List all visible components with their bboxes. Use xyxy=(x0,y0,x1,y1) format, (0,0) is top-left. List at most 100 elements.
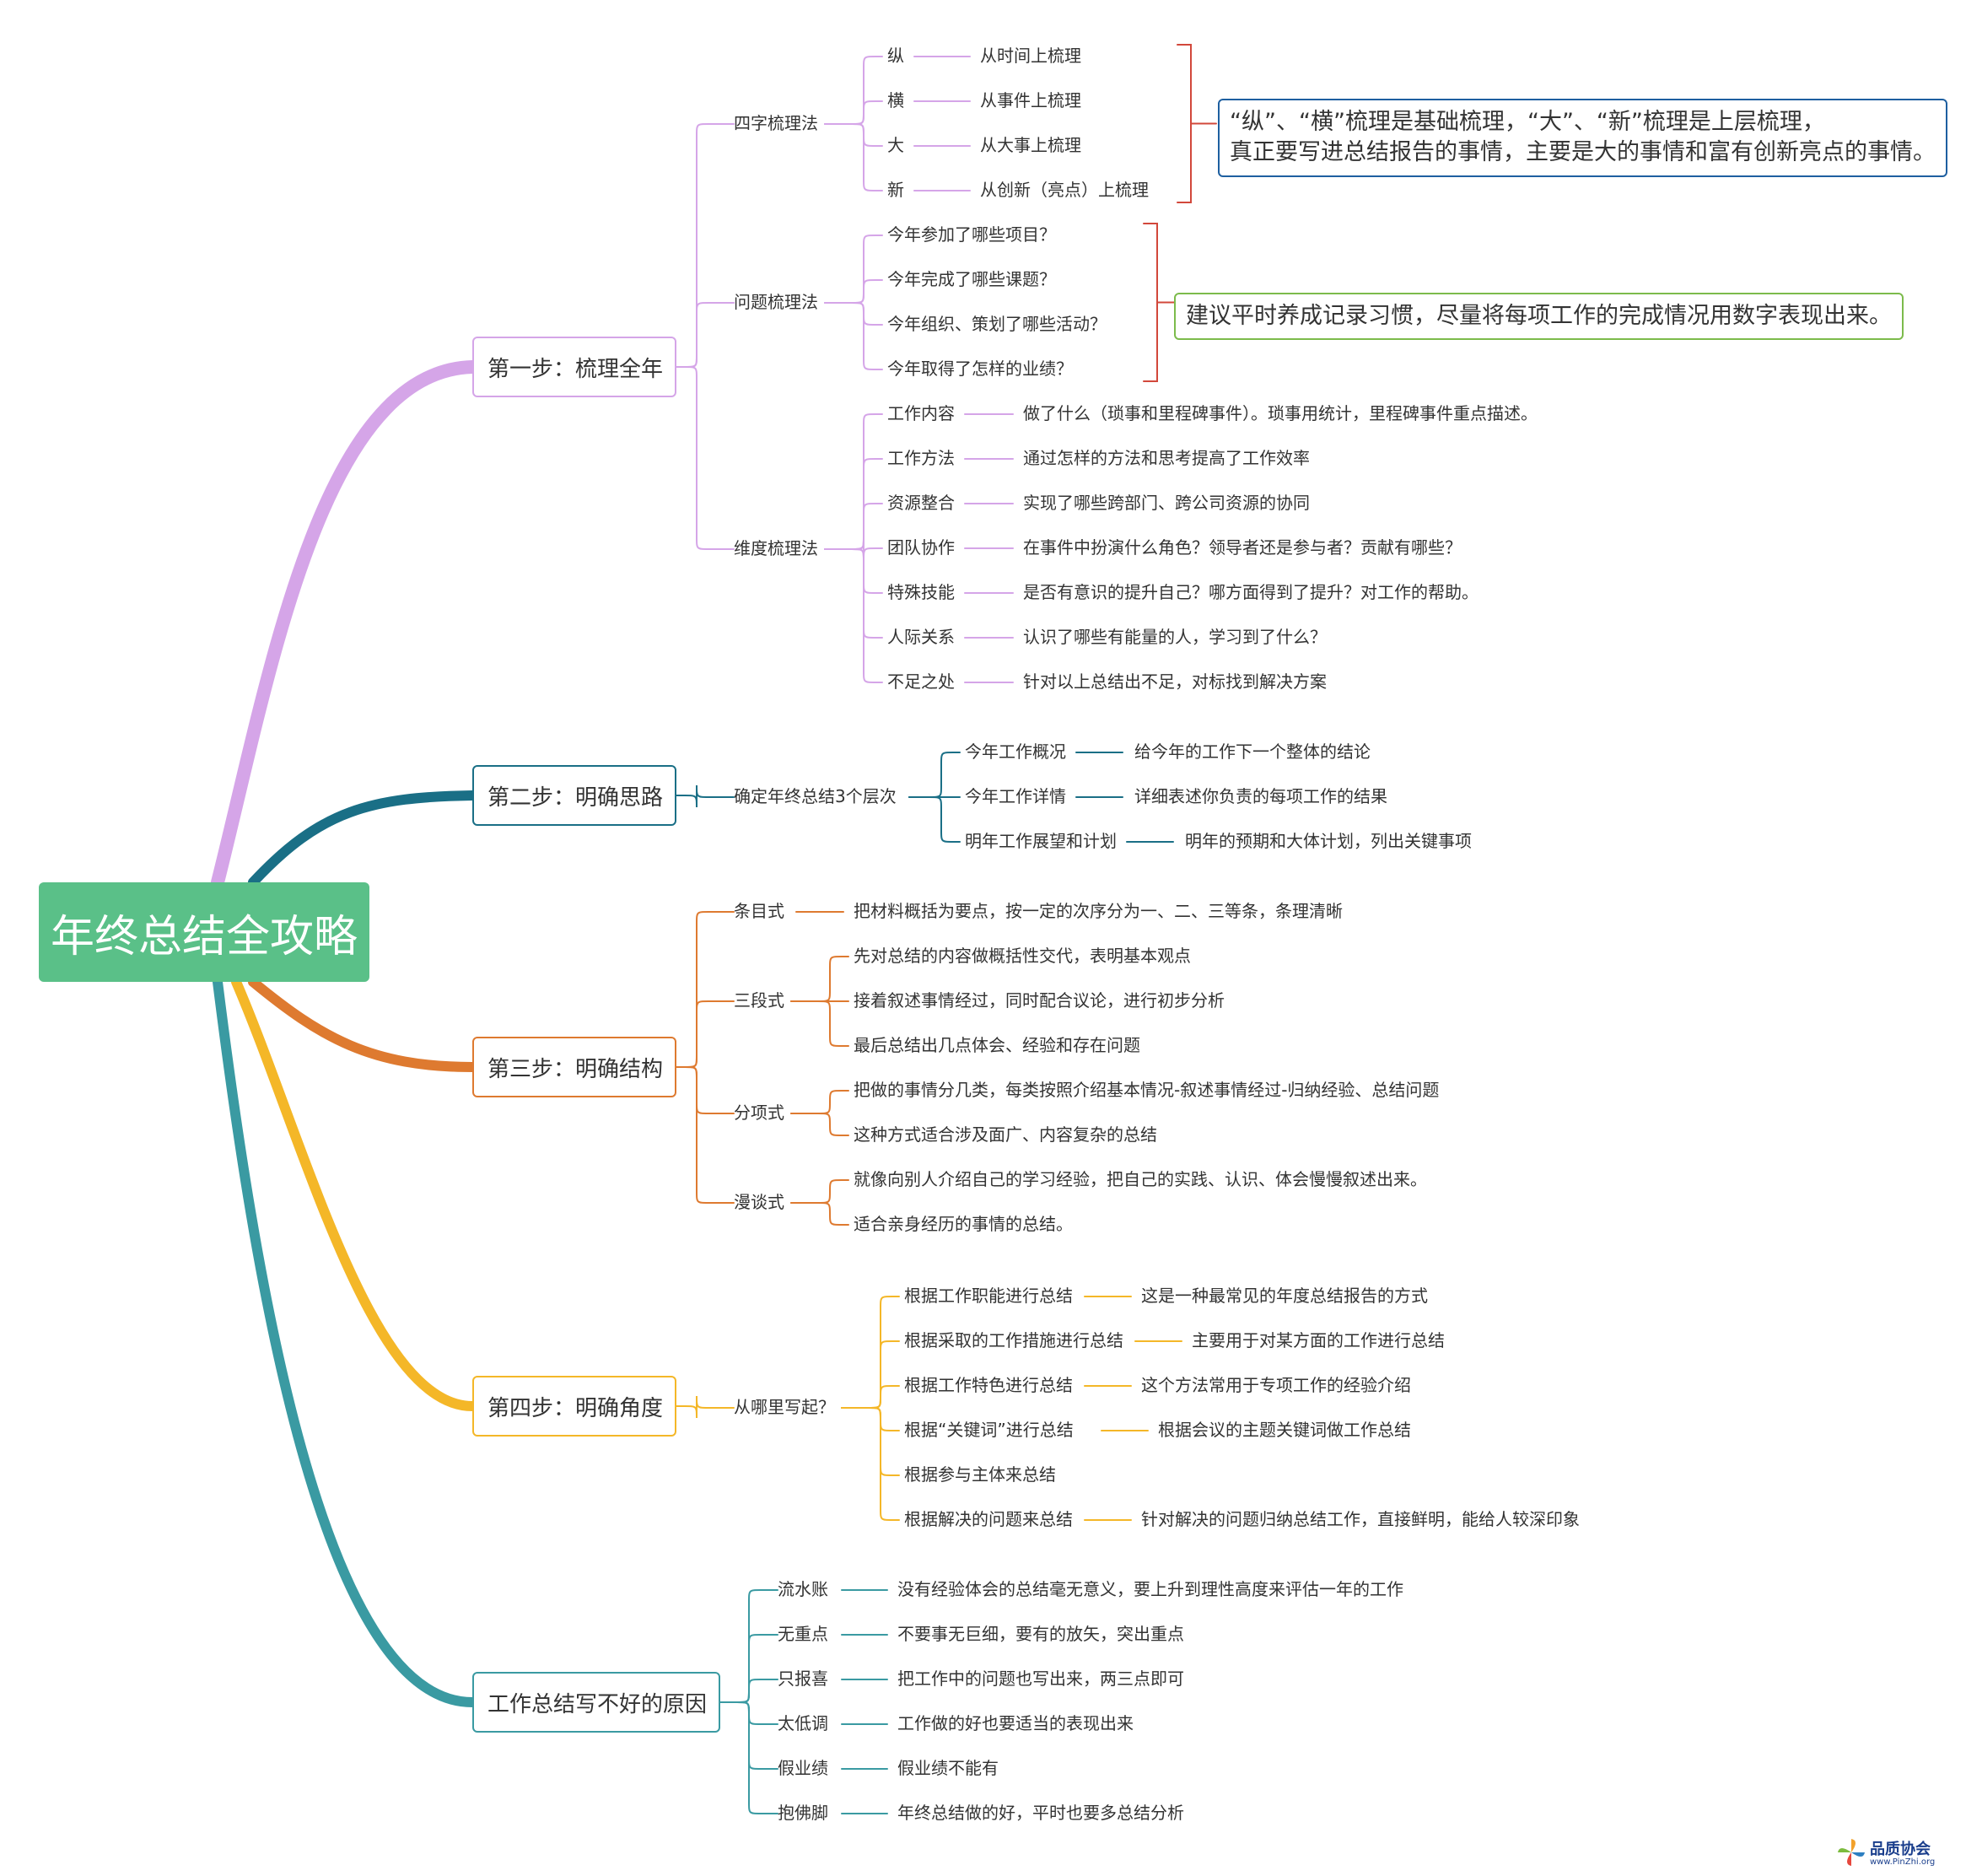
connector-line xyxy=(790,1113,849,1136)
item-detail[interactable]: 主要用于对某方面的工作进行总结 xyxy=(1192,1330,1445,1350)
item-node[interactable]: 新 xyxy=(887,180,904,200)
item-node[interactable]: 把做的事情分几类，每类按照介绍基本情况-叙述事情经过-归纳经验、总结问题 xyxy=(854,1080,1440,1100)
item-detail[interactable]: 从事件上梳理 xyxy=(980,90,1081,111)
connector-line xyxy=(841,1385,900,1409)
connector-line xyxy=(824,100,883,125)
group-node[interactable]: 漫谈式 xyxy=(734,1192,784,1212)
branch-node[interactable]: 第四步：明确角度 xyxy=(472,1376,676,1437)
item-node[interactable]: 今年取得了怎样的业绩？ xyxy=(887,358,1073,379)
item-detail[interactable]: 实现了哪些跨部门、跨公司资源的协同 xyxy=(1023,493,1310,513)
item-node[interactable]: 团队协作 xyxy=(887,537,955,558)
item-node[interactable]: 根据参与主体来总结 xyxy=(904,1464,1056,1485)
connector-line xyxy=(824,413,883,550)
item-detail[interactable]: 从创新（亮点）上梳理 xyxy=(980,180,1149,200)
branch-node[interactable]: 工作总结写不好的原因 xyxy=(472,1672,720,1733)
item-detail[interactable]: 针对以上总结出不足，对标找到解决方案 xyxy=(1023,671,1327,692)
item-node[interactable]: 根据解决的问题来总结 xyxy=(904,1509,1073,1529)
site-logo: 品质协会 www.PinZhi.org xyxy=(1836,1837,1954,1871)
item-node[interactable]: 把材料概括为要点，按一定的次序分为一、二、三等条，条理清晰 xyxy=(854,901,1343,921)
item-detail[interactable]: 从大事上梳理 xyxy=(980,135,1081,155)
item-node[interactable]: 今年工作详情 xyxy=(965,786,1066,806)
item-node[interactable]: 工作方法 xyxy=(887,448,955,468)
reason-node[interactable]: 无重点 xyxy=(778,1624,828,1644)
item-node[interactable]: 大 xyxy=(887,135,904,155)
connector-line xyxy=(824,234,883,304)
group-node[interactable]: 分项式 xyxy=(734,1102,784,1123)
reason-detail[interactable]: 假业绩不能有 xyxy=(897,1758,999,1778)
note-line: 真正要写进总结报告的事情，主要是大的事情和富有创新亮点的事情。 xyxy=(1230,139,1936,166)
reason-node[interactable]: 流水账 xyxy=(778,1579,828,1599)
connector-line xyxy=(1143,223,1158,382)
note-callout[interactable]: 建议平时养成记录习惯，尽量将每项工作的完成情况用数字表现出来。 xyxy=(1174,293,1904,341)
connector-line xyxy=(676,911,735,1068)
branch-node[interactable]: 第二步：明确思路 xyxy=(472,765,676,826)
item-node[interactable]: 先对总结的内容做概括性交代，表明基本观点 xyxy=(854,946,1191,966)
group-node[interactable]: 条目式 xyxy=(734,901,784,921)
item-detail[interactable]: 根据会议的主题关键词做工作总结 xyxy=(1158,1420,1411,1440)
item-detail[interactable]: 做了什么（琐事和里程碑事件）。琐事用统计，里程碑事件重点描述。 xyxy=(1023,403,1538,423)
connector-line xyxy=(790,956,849,1002)
item-node[interactable]: 适合亲身经历的事情的总结。 xyxy=(854,1214,1073,1234)
item-node[interactable]: 工作内容 xyxy=(887,403,955,423)
item-detail[interactable]: 针对解决的问题归纳总结工作，直接鲜明，能给人较深印象 xyxy=(1141,1509,1580,1529)
connector-line xyxy=(719,1701,778,1814)
group-node[interactable]: 四字梳理法 xyxy=(734,113,818,133)
item-node[interactable]: 人际关系 xyxy=(887,627,955,647)
item-node[interactable]: 特殊技能 xyxy=(887,582,955,602)
item-node[interactable]: 最后总结出几点体会、经验和存在问题 xyxy=(854,1035,1140,1055)
item-detail[interactable]: 在事件中扮演什么角色？领导者还是参与者？贡献有哪些？ xyxy=(1023,537,1462,558)
connector-line xyxy=(790,1202,849,1226)
item-node[interactable]: 不足之处 xyxy=(887,671,955,692)
item-detail[interactable]: 详细表述你负责的每项工作的结果 xyxy=(1134,786,1387,806)
item-node[interactable]: 今年组织、策划了哪些活动？ xyxy=(887,314,1107,334)
reason-detail[interactable]: 把工作中的问题也写出来，两三点即可 xyxy=(897,1668,1184,1689)
item-detail[interactable]: 从时间上梳理 xyxy=(980,46,1081,66)
note-callout[interactable]: “纵”、“横”梳理是基础梳理，“大”、“新”梳理是上层梳理， 真正要写进总结报告的… xyxy=(1218,99,1947,177)
reason-detail[interactable]: 工作做的好也要适当的表现出来 xyxy=(897,1713,1134,1733)
branch-node[interactable]: 第一步：梳理全年 xyxy=(472,337,676,397)
item-node[interactable]: 根据采取的工作措施进行总结 xyxy=(904,1330,1123,1350)
note-line: “纵”、“横”梳理是基础梳理，“大”、“新”梳理是上层梳理， xyxy=(1230,109,1825,135)
reason-node[interactable]: 太低调 xyxy=(778,1713,828,1733)
group-node[interactable]: 从哪里写起？ xyxy=(734,1397,835,1417)
reason-node[interactable]: 抱佛脚 xyxy=(778,1803,828,1823)
group-node[interactable]: 确定年终总结3个层次 xyxy=(734,786,897,806)
item-node[interactable]: 接着叙述事情经过，同时配合议论，进行初步分析 xyxy=(854,990,1225,1011)
item-node[interactable]: 资源整合 xyxy=(887,493,955,513)
reason-node[interactable]: 只报喜 xyxy=(778,1668,828,1689)
item-detail[interactable]: 认识了哪些有能量的人，学习到了什么？ xyxy=(1023,627,1327,647)
connector-line xyxy=(790,1000,849,1047)
connector-line xyxy=(790,1179,849,1204)
reason-detail[interactable]: 年终总结做的好，平时也要多总结分析 xyxy=(897,1803,1184,1823)
item-detail[interactable]: 明年的预期和大体计划，列出关键事项 xyxy=(1185,831,1472,851)
group-node[interactable]: 三段式 xyxy=(734,990,784,1011)
connector-line xyxy=(719,1679,778,1703)
item-node[interactable]: 纵 xyxy=(887,46,904,66)
item-node[interactable]: 今年参加了哪些项目？ xyxy=(887,224,1056,245)
connector-line xyxy=(676,784,735,808)
item-detail[interactable]: 这个方法常用于专项工作的经验介绍 xyxy=(1141,1375,1411,1395)
item-detail[interactable]: 是否有意识的提升自己？哪方面得到了提升？对工作的帮助。 xyxy=(1023,582,1479,602)
reason-detail[interactable]: 没有经验体会的总结毫无意义，要上升到理性高度来评估一年的工作 xyxy=(897,1579,1403,1599)
group-node[interactable]: 问题梳理法 xyxy=(734,292,818,312)
item-node[interactable]: 明年工作展望和计划 xyxy=(965,831,1117,851)
reason-detail[interactable]: 不要事无巨细，要有的放矢，突出重点 xyxy=(897,1624,1184,1644)
item-detail[interactable]: 通过怎样的方法和思考提高了工作效率 xyxy=(1023,448,1310,468)
item-node[interactable]: 今年完成了哪些课题？ xyxy=(887,269,1056,289)
branch-node[interactable]: 第三步：明确结构 xyxy=(472,1037,676,1097)
item-node[interactable]: 就像向别人介绍自己的学习经验，把自己的实践、认识、体会慢慢叙述出来。 xyxy=(854,1169,1427,1189)
item-node[interactable]: 根据工作特色进行总结 xyxy=(904,1375,1073,1395)
connector-line xyxy=(824,56,883,125)
item-detail[interactable]: 这是一种最常见的年度总结报告的方式 xyxy=(1141,1286,1428,1306)
item-node[interactable]: 根据“关键词”进行总结 xyxy=(904,1420,1074,1440)
item-detail[interactable]: 给今年的工作下一个整体的结论 xyxy=(1134,741,1371,762)
item-node[interactable]: 横 xyxy=(887,90,904,111)
reason-node[interactable]: 假业绩 xyxy=(778,1758,828,1778)
group-node[interactable]: 维度梳理法 xyxy=(734,538,818,558)
connector-line xyxy=(790,1090,849,1114)
item-node[interactable]: 根据工作职能进行总结 xyxy=(904,1286,1073,1306)
root-node[interactable]: 年终总结全攻略 xyxy=(39,882,369,982)
item-node[interactable]: 这种方式适合涉及面广、内容复杂的总结 xyxy=(854,1124,1157,1145)
item-node[interactable]: 今年工作概况 xyxy=(965,741,1066,762)
